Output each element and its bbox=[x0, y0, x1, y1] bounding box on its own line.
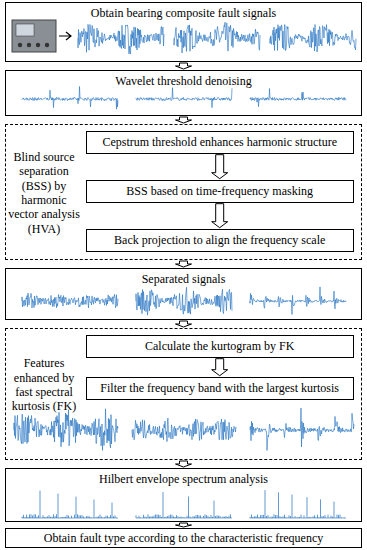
waveform bbox=[270, 25, 356, 53]
device-screen bbox=[16, 24, 34, 36]
spectrum-axis bbox=[22, 518, 118, 519]
flow-arrow bbox=[176, 461, 192, 467]
process-box: Filter the frequency band with the large… bbox=[86, 377, 354, 400]
device-knob bbox=[18, 43, 22, 47]
spectrum bbox=[136, 492, 231, 518]
waveform bbox=[132, 418, 236, 442]
group-label: Features enhanced by fast spectral kurto… bbox=[8, 356, 80, 414]
waveform bbox=[136, 287, 232, 315]
process-box: Wavelet threshold denoising bbox=[5, 70, 362, 116]
device-knob bbox=[45, 43, 49, 47]
process-box: Hilbert envelope spectrum analysis bbox=[5, 468, 362, 522]
spectrum bbox=[22, 491, 117, 518]
process-box: Back projection to align the frequency s… bbox=[86, 229, 354, 252]
device-knob bbox=[27, 43, 31, 47]
spectrum-axis bbox=[136, 518, 232, 519]
flow-arrow bbox=[176, 523, 192, 527]
device-knob bbox=[36, 43, 40, 47]
waveform bbox=[22, 87, 118, 110]
waveform bbox=[174, 22, 260, 53]
box-label: Separated signals bbox=[6, 272, 361, 286]
flow-arrow bbox=[212, 155, 228, 179]
process-box: Obtain fault type according to the chara… bbox=[5, 528, 362, 548]
flow-arrow bbox=[176, 321, 192, 327]
group-label: Blind source separation (BSS) by harmoni… bbox=[8, 150, 80, 236]
waveform bbox=[136, 88, 232, 108]
waveform bbox=[78, 24, 164, 54]
waveform bbox=[14, 409, 118, 451]
box-label: Calculate the kurtogram by FK bbox=[145, 339, 294, 353]
flow-arrow bbox=[176, 63, 192, 69]
process-box: Cepstrum threshold enhances harmonic str… bbox=[86, 131, 354, 154]
process-box: Calculate the kurtogram by FK bbox=[86, 335, 354, 358]
group-frame: Blind source separation (BSS) by harmoni… bbox=[5, 124, 362, 260]
flow-arrow bbox=[212, 204, 228, 228]
flow-arrow bbox=[176, 261, 192, 267]
box-label: BSS based on time-frequency masking bbox=[126, 184, 313, 198]
box-label: Filter the frequency band with the large… bbox=[100, 381, 339, 395]
flow-arrow bbox=[212, 359, 228, 376]
spectrum bbox=[250, 490, 345, 518]
waveform bbox=[250, 89, 346, 107]
process-box: Obtain bearing composite fault signals bbox=[5, 2, 362, 62]
spectrum-axis bbox=[250, 518, 346, 519]
box-label: Obtain bearing composite fault signals bbox=[6, 6, 361, 20]
process-box: Separated signals bbox=[5, 268, 362, 320]
box-label: Obtain fault type according to the chara… bbox=[44, 531, 324, 545]
waveform bbox=[250, 408, 354, 450]
waveform bbox=[22, 293, 118, 308]
process-box: BSS based on time-frequency masking bbox=[86, 180, 354, 203]
device-icon bbox=[12, 20, 56, 52]
flow-arrow bbox=[176, 117, 192, 123]
waveform bbox=[250, 287, 346, 315]
group-frame: Features enhanced by fast spectral kurto… bbox=[5, 328, 362, 460]
box-label: Cepstrum threshold enhances harmonic str… bbox=[102, 135, 337, 149]
box-label: Hilbert envelope spectrum analysis bbox=[6, 472, 361, 486]
pointer-arrow bbox=[59, 32, 71, 40]
box-label: Wavelet threshold denoising bbox=[6, 74, 361, 88]
box-label: Back projection to align the frequency s… bbox=[114, 233, 325, 247]
